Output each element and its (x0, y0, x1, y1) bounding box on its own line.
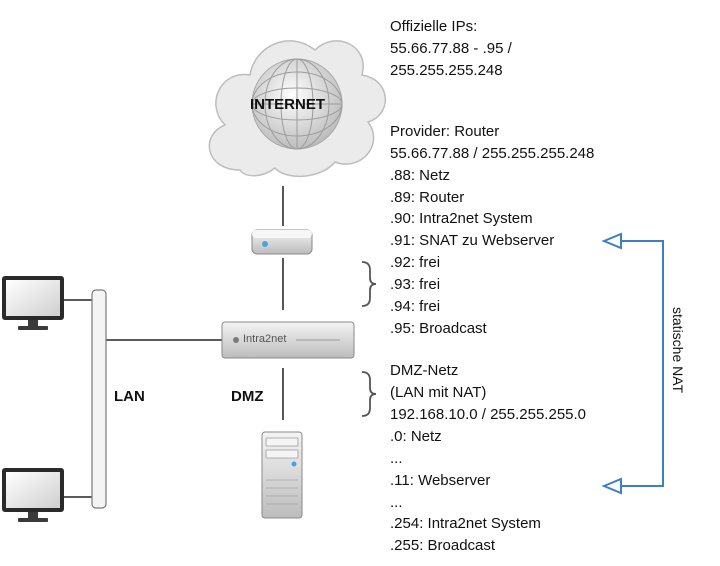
text-line: 255.255.255.248 (390, 62, 503, 79)
text-line: 55.66.77.88 - .95 / (390, 40, 512, 57)
internet-label: INTERNET (250, 96, 325, 113)
dmz-label: DMZ (231, 388, 264, 405)
brace-free-ips (361, 261, 377, 307)
internet-cloud (208, 40, 386, 178)
lan-label: LAN (114, 388, 145, 405)
globe-icon (251, 58, 343, 150)
intra2net-brand-label: Intra2net (243, 333, 287, 345)
text-line: .91: SNAT zu Webserver (390, 232, 555, 249)
text-line: 55.66.77.88 / 255.255.255.248 (390, 145, 595, 162)
text-line: Provider: Router (390, 123, 500, 140)
text-line: .88: Netz (390, 167, 451, 184)
arrowhead-snat (601, 232, 622, 250)
router-icon (251, 229, 313, 255)
text-line: .255: Broadcast (390, 537, 496, 554)
text-line: ... (390, 450, 403, 467)
monitor-icon (2, 276, 64, 330)
static-nat-label: statische NAT (670, 307, 686, 394)
text-line: .93: frei (390, 276, 441, 293)
text-line: Offizielle IPs: (390, 18, 478, 35)
text-line: DMZ-Netz (390, 362, 459, 379)
connection-lines (64, 186, 284, 498)
intra2net-firewall-icon (221, 321, 356, 359)
static-nat-arrows (620, 240, 664, 487)
text-line: (LAN mit NAT) (390, 384, 487, 401)
text-line: .254: Intra2net System (390, 515, 541, 532)
text-line: .95: Broadcast (390, 320, 487, 337)
text-line: .11: Webserver (390, 472, 491, 489)
monitor-icon (2, 468, 64, 522)
text-line: 192.168.10.0 / 255.255.255.0 (390, 406, 587, 423)
text-line: .94: frei (390, 298, 441, 315)
text-line: .92: frei (390, 254, 441, 271)
text-line: .90: Intra2net System (390, 210, 533, 227)
text-line: .89: Router (390, 189, 465, 206)
text-line: .0: Netz (390, 428, 442, 445)
brace-dmz-net (361, 371, 377, 417)
lan-bus (91, 289, 107, 509)
arrowhead-webserver (601, 477, 622, 495)
text-line: ... (390, 494, 403, 511)
webserver-icon (261, 431, 303, 519)
